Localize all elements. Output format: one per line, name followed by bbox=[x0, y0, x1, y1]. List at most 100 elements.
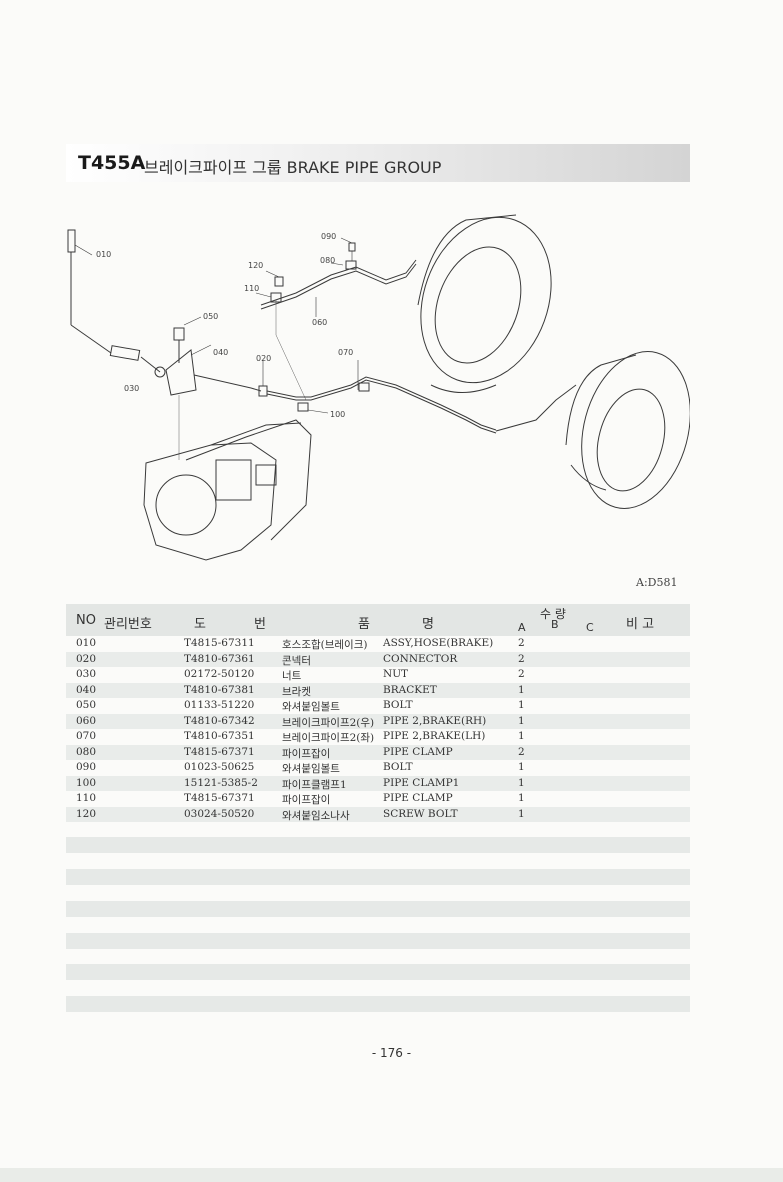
row-name-en: ASSY,HOSE(BRAKE) bbox=[383, 637, 494, 649]
header-no: NO bbox=[76, 613, 96, 628]
row-part-number: 03024-50520 bbox=[184, 807, 255, 820]
row-name-en: BOLT bbox=[383, 761, 413, 773]
row-name-en: PIPE CLAMP bbox=[383, 792, 453, 804]
header-drawing-2: 번 bbox=[254, 617, 266, 632]
page-bottom-strip bbox=[0, 1168, 783, 1182]
pipe-clamp-120 bbox=[274, 276, 284, 287]
row-name-kr: 너트 bbox=[282, 670, 302, 682]
row-name-kr: 파이프클램프1 bbox=[282, 778, 347, 791]
row-no: 030 bbox=[76, 668, 97, 680]
row-no: 090 bbox=[76, 761, 97, 773]
bracket-040 bbox=[165, 349, 197, 396]
empty-row-band bbox=[66, 869, 690, 885]
row-part-number: T4810-67351 bbox=[184, 730, 255, 742]
row-qty-a: 2 bbox=[518, 637, 525, 649]
group-title: 브레이크파이프 그룹 BRAKE PIPE GROUP bbox=[144, 158, 442, 177]
callout-070: 070 bbox=[338, 348, 353, 357]
callout-060: 060 bbox=[312, 318, 327, 327]
row-part-number: T4815-67371 bbox=[184, 792, 255, 804]
header-name-1: 품 bbox=[358, 617, 370, 632]
row-no: 050 bbox=[76, 699, 97, 711]
table-row: 060 T4810-67342 브레이크파이프2(우) PIPE 2,BRAKE(RH… bbox=[66, 713, 690, 729]
row-name-kr: 와셔붙임볼트 bbox=[282, 763, 340, 775]
row-no: 040 bbox=[76, 683, 97, 696]
bolt-050 bbox=[173, 327, 185, 341]
table-row: 070 T4810-67351 브레이크파이프2(좌) PIPE 2,BRAKE(LH… bbox=[66, 729, 690, 745]
callout-050: 050 bbox=[203, 312, 218, 321]
row-qty-a: 1 bbox=[518, 683, 525, 696]
row-qty-a: 2 bbox=[518, 652, 525, 665]
empty-row-band bbox=[66, 901, 690, 917]
pipe-clamp-100 bbox=[297, 402, 309, 412]
row-name-en: PIPE 2,BRAKE(LH) bbox=[383, 730, 486, 742]
row-qty-a: 1 bbox=[518, 730, 525, 742]
parts-table-header: NO 관리번호 도 번 품 명 수 량 A B C 비 고 bbox=[66, 604, 690, 636]
row-qty-a: 2 bbox=[518, 745, 525, 758]
row-qty-a: 1 bbox=[518, 761, 525, 773]
row-part-number: T4815-67311 bbox=[184, 637, 255, 649]
row-name-kr: 파이프잡이 bbox=[282, 794, 331, 806]
table-row: 110 T4815-67371 파이프잡이 PIPE CLAMP 1 bbox=[66, 791, 690, 807]
empty-row-band bbox=[66, 964, 690, 980]
row-qty-a: 1 bbox=[518, 714, 525, 727]
row-part-number: 02172-50120 bbox=[184, 668, 255, 680]
row-qty-a: 1 bbox=[518, 699, 525, 711]
transmission-case bbox=[143, 419, 312, 561]
exploded-parts-diagram: 010 020 030 040 050 060 070 080 090 100 … bbox=[67, 214, 690, 561]
hose-end-010 bbox=[109, 345, 141, 361]
row-no: 060 bbox=[76, 714, 97, 727]
nut-030 bbox=[154, 366, 166, 378]
upper-brake-housing bbox=[417, 214, 552, 393]
page-number: - 176 - bbox=[371, 1046, 412, 1060]
header-qty-a: A bbox=[518, 621, 526, 634]
row-qty-a: 1 bbox=[518, 792, 525, 804]
row-part-number: T4810-67342 bbox=[184, 714, 255, 727]
hose-fitting-010 bbox=[67, 229, 76, 253]
row-part-number: T4810-67361 bbox=[184, 652, 255, 665]
row-part-number: T4815-67371 bbox=[184, 745, 255, 758]
row-qty-a: 1 bbox=[518, 807, 525, 820]
callout-110: 110 bbox=[244, 284, 259, 293]
row-name-en: PIPE 2,BRAKE(RH) bbox=[383, 714, 487, 727]
callout-080: 080 bbox=[320, 256, 335, 265]
row-no: 120 bbox=[76, 807, 97, 820]
row-name-en: SCREW BOLT bbox=[383, 807, 458, 820]
row-name-kr: 콘넥터 bbox=[282, 654, 311, 667]
row-name-kr: 브레이크파이프2(우) bbox=[282, 716, 375, 729]
row-qty-a: 1 bbox=[518, 776, 525, 789]
bolt-090 bbox=[348, 242, 356, 252]
empty-row-band bbox=[66, 837, 690, 853]
row-name-en: PIPE CLAMP1 bbox=[383, 776, 460, 789]
header-drawing-1: 도 bbox=[194, 617, 206, 632]
header-name-2: 명 bbox=[422, 617, 434, 632]
lower-brake-housing bbox=[565, 351, 690, 509]
table-row: 090 01023-50625 와셔붙임볼트 BOLT 1 bbox=[66, 760, 690, 776]
header-qty-c: C bbox=[586, 621, 594, 634]
row-no: 020 bbox=[76, 652, 97, 665]
row-name-en: BOLT bbox=[383, 699, 413, 711]
empty-row-band bbox=[66, 933, 690, 949]
callout-010: 010 bbox=[96, 250, 111, 259]
row-name-kr: 브레이크파이프2(좌) bbox=[282, 732, 375, 744]
title-bar: T455A 브레이크파이프 그룹 BRAKE PIPE GROUP bbox=[66, 144, 690, 182]
row-name-kr: 파이프잡이 bbox=[282, 747, 331, 760]
row-no: 110 bbox=[76, 792, 97, 804]
callout-040: 040 bbox=[213, 348, 228, 357]
row-no: 070 bbox=[76, 730, 97, 742]
callout-030: 030 bbox=[124, 384, 139, 393]
group-code: T455A bbox=[78, 152, 146, 174]
row-name-kr: 와셔붙임소나사 bbox=[282, 809, 350, 822]
callout-090: 090 bbox=[321, 232, 336, 241]
row-no: 100 bbox=[76, 776, 97, 789]
row-name-en: BRACKET bbox=[383, 683, 437, 696]
row-no: 010 bbox=[76, 637, 97, 649]
row-part-number: 15121-5385-2 bbox=[184, 776, 258, 789]
row-part-number: 01023-50625 bbox=[184, 761, 255, 773]
table-row: 100 15121-5385-2 파이프클램프1 PIPE CLAMP1 1 bbox=[66, 775, 690, 791]
header-quantity: 수 량 bbox=[540, 607, 566, 621]
